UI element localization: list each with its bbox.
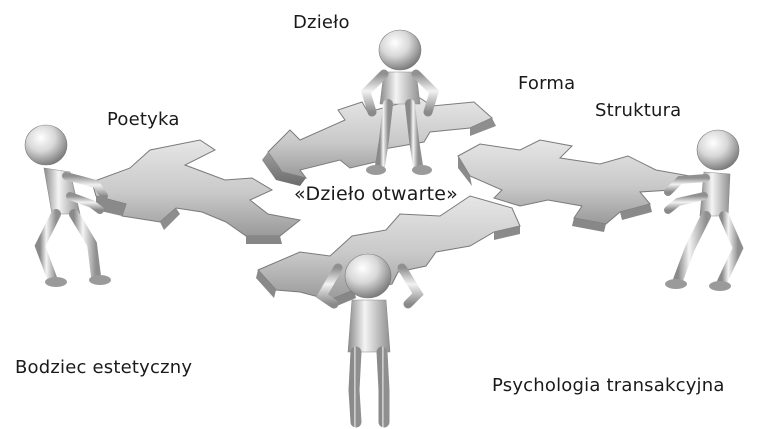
arrow-piece-right [457,139,692,232]
figure-right [664,129,744,291]
figure-left [24,124,111,287]
label-bodziec-estetyczny: Bodziec estetyczny [15,357,193,378]
figure-top [360,29,440,175]
figure-bottom [316,253,424,428]
label-forma: Forma [518,73,576,94]
label-dzielo-otwarte: «Dzieło otwarte» [294,183,458,205]
label-dzielo: Dzieło [293,12,350,33]
label-poetyka: Poetyka [107,109,180,130]
label-psychologia-transakcyjna: Psychologia transakcyjna [492,375,725,396]
arrow-piece-bottom [256,195,521,308]
label-struktura: Struktura [595,100,682,121]
